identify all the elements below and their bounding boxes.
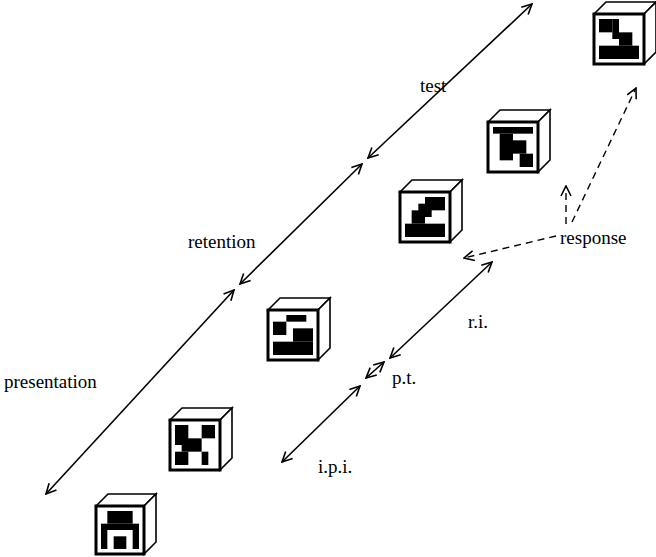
phase-label: p.t. [392,368,416,387]
pattern-cube [400,180,462,242]
pattern-cube [594,2,656,64]
response-arrow [572,88,636,222]
pt-arrow [366,362,384,378]
pattern-cube [268,298,330,360]
phase-label: retention [188,232,256,251]
retention-arrow [240,164,362,284]
pattern-cube [96,494,156,554]
response-arrow [565,186,566,224]
phase-label: r.i. [468,312,488,331]
phase-label: presentation [4,372,97,391]
phase-label: i.p.i. [318,457,352,476]
pattern-cube [170,408,232,470]
ipi-arrow [282,386,360,462]
ri-arrow [390,262,492,358]
presentation-arrow [46,290,234,494]
pattern-cube [488,110,550,172]
phase-label: test [420,76,446,95]
test-arrow [368,4,532,158]
response-arrow [464,236,556,258]
phase-label: response [560,228,626,247]
